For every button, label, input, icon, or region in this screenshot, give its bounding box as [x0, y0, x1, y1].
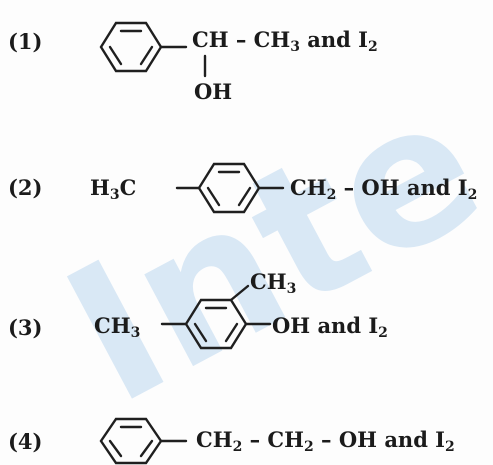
option-1-benzene-ring — [99, 21, 188, 73]
option-1-oh-bond — [203, 54, 207, 78]
option-3-hydroxyl-text: OH and I2 — [272, 313, 388, 342]
option-3-methyl-text: CH3 — [94, 313, 141, 342]
option-3-benzene-ring — [160, 284, 272, 350]
option-2-chain-text: CH2 – OH and I2 — [290, 175, 478, 204]
option-4-number: (4) — [8, 429, 43, 454]
option-2-number: (2) — [8, 175, 43, 200]
option-1-number: (1) — [8, 29, 43, 54]
option-2-benzene-ring — [175, 162, 285, 214]
watermark-text: Inte — [34, 52, 493, 447]
option-1-oh-text: OH — [194, 79, 233, 104]
option-1-chain-text: CH – CH3 and I2 — [192, 27, 378, 56]
option-2-methyl-text: H3C — [90, 175, 137, 204]
option-3-ortho-methyl-text: CH3 — [250, 269, 297, 298]
option-4-benzene-ring — [99, 417, 188, 465]
option-3-number: (3) — [8, 315, 43, 340]
option-4-chain-text: CH2 – CH2 – OH and I2 — [196, 427, 455, 456]
